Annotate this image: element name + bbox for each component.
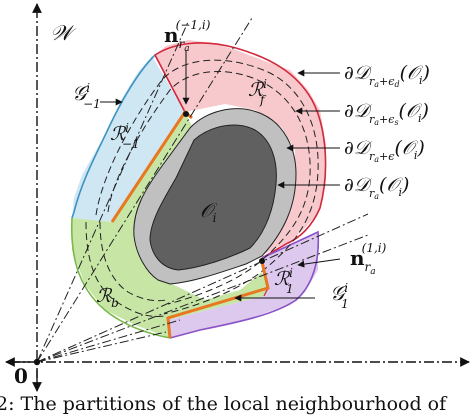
region-one-area <box>168 232 318 338</box>
boundary-label-group: ∂𝒟ra+ϵd(𝒪i) ∂𝒟ra+ϵs(𝒪i) ∂𝒟ra+ϵ(𝒪i) ∂𝒟ra(… <box>344 62 430 201</box>
outline-minus <box>71 54 156 219</box>
region-b-label: ℛb <box>96 285 119 310</box>
dashed-boundary-2 <box>95 59 319 315</box>
origin-label: 0 <box>14 364 28 388</box>
boundary-label-base: ∂𝒟ra(𝒪i) <box>344 174 409 201</box>
gate-minus-label: 𝒢i−1 <box>72 81 101 111</box>
dashed-boundary-1 <box>107 71 311 305</box>
outline-f <box>153 42 327 259</box>
boundary-label-eps-d: ∂𝒟ra+ϵd(𝒪i) <box>344 62 430 89</box>
region-b-area <box>72 112 268 338</box>
region-minus-label: ℛi−1 <box>110 121 140 151</box>
region-minus-area <box>72 56 185 222</box>
figure-caption: 2: The partitions of the local neighbour… <box>0 393 447 415</box>
dashed-boundary-3 <box>85 221 165 317</box>
origin-rays <box>36 17 369 363</box>
normal-point-top <box>183 111 189 117</box>
normal-bottom-label: nra(1,i) <box>350 241 387 277</box>
boundary-leaders <box>100 50 341 302</box>
outline-one <box>169 230 320 339</box>
workspace-label: 𝒲 <box>50 21 77 45</box>
outline-b <box>70 217 171 339</box>
boundary-label-eps: ∂𝒟ra+ϵ(𝒪i) <box>344 137 425 164</box>
dashed-boundary-4 <box>99 221 167 302</box>
origin-point <box>33 358 41 366</box>
normal-top-label: nra(−1,i) <box>164 18 211 54</box>
obstacle <box>149 124 277 271</box>
region-boundary-minus-f <box>154 54 186 113</box>
boundary-label-eps-s: ∂𝒟ra+ϵs(𝒪i) <box>344 100 429 127</box>
region-f-area <box>155 40 326 255</box>
